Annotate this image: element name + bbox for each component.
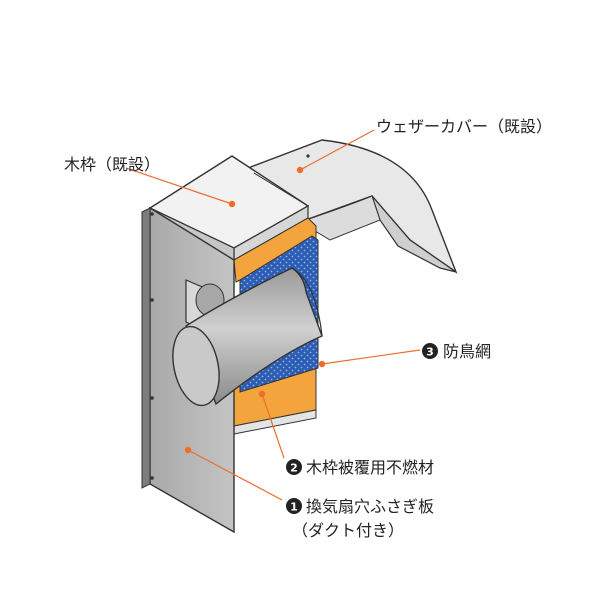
wood-frame-seam xyxy=(253,172,309,207)
dot-frame-cover xyxy=(258,390,266,398)
marker-2 xyxy=(286,459,302,475)
leader-wood-frame xyxy=(125,167,233,205)
marker-1 xyxy=(286,498,302,514)
plate-screw-2 xyxy=(150,298,154,302)
label-frame-cover: 木枠被覆用不燃材 xyxy=(306,458,434,477)
duct-pipe-cut-edge xyxy=(291,267,323,337)
label-bird-net: 防鳥網 xyxy=(443,342,491,361)
cover-plate-edge xyxy=(141,207,151,489)
orange-panel-top xyxy=(233,217,317,283)
weather-cover-screw xyxy=(306,154,310,158)
callout-1: 1 換気扇穴ふさぎ板 （ダクト付き） xyxy=(286,497,434,540)
duct xyxy=(172,267,323,407)
callout-2: 2 木枠被覆用不燃材 xyxy=(286,458,434,477)
label-cover-plate-line1: 換気扇穴ふさぎ板 xyxy=(306,497,434,516)
marker-3-number: 3 xyxy=(426,346,434,359)
leader-frame-cover xyxy=(261,393,285,459)
marker-3 xyxy=(422,343,438,359)
plate-screw-1 xyxy=(150,212,154,216)
leader-lines xyxy=(125,129,421,501)
label-cover-plate-line2: （ダクト付き） xyxy=(292,521,404,540)
label-weather-cover: ウェザーカバー（既設） xyxy=(376,117,552,136)
leader-bird-net xyxy=(321,349,421,365)
dot-bird-net xyxy=(318,360,326,368)
weather-cover-inner xyxy=(298,195,381,241)
duct-pipe-body xyxy=(185,267,323,406)
leader-weather-cover xyxy=(299,129,375,171)
leader-cover-plate xyxy=(187,449,283,501)
dot-wood-frame xyxy=(228,200,236,208)
dot-cover-plate xyxy=(184,446,192,454)
callout-3: 3 防鳥網 xyxy=(422,342,491,361)
duct-pipe-mouth xyxy=(172,325,220,407)
plate-screw-3 xyxy=(150,396,154,400)
marker-1-number: 1 xyxy=(290,501,298,514)
plate-screw-4 xyxy=(150,476,154,480)
dot-weather-cover xyxy=(296,166,304,174)
marker-2-number: 2 xyxy=(290,462,298,475)
label-wood-frame: 木枠（既設） xyxy=(64,155,160,174)
